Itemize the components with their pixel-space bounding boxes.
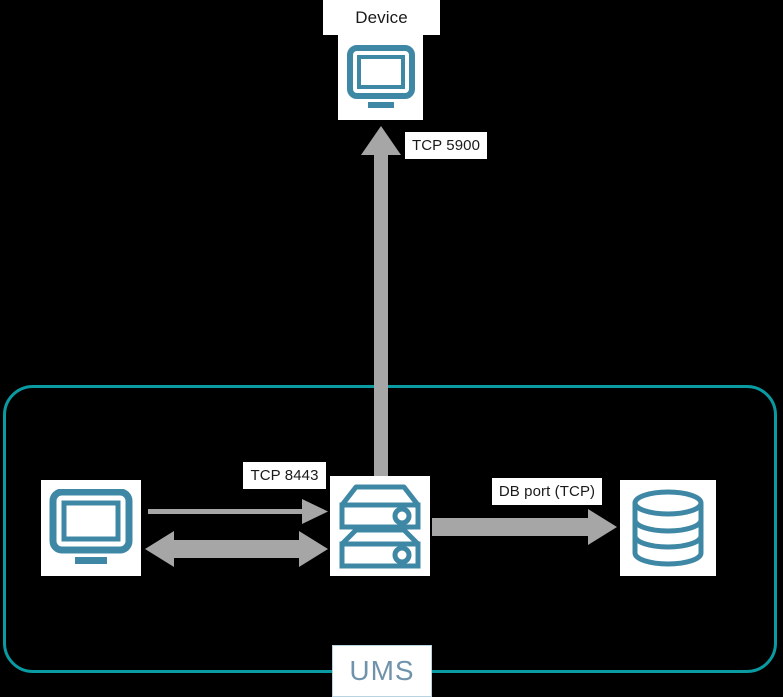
tcp-5900-label: TCP 5900 — [405, 132, 487, 159]
client-node[interactable] — [41, 480, 141, 576]
device-node[interactable] — [338, 35, 423, 120]
server-node[interactable] — [330, 476, 430, 576]
database-node[interactable] — [620, 480, 716, 576]
monitor-icon — [49, 489, 133, 567]
server-icon — [336, 481, 424, 571]
device-label: Device — [323, 0, 440, 35]
db-port-label: DB port (TCP) — [492, 478, 602, 505]
monitor-icon — [346, 44, 416, 111]
ums-badge: UMS — [332, 645, 432, 697]
database-icon — [628, 488, 708, 568]
tcp-8443-label: TCP 8443 — [243, 462, 326, 489]
